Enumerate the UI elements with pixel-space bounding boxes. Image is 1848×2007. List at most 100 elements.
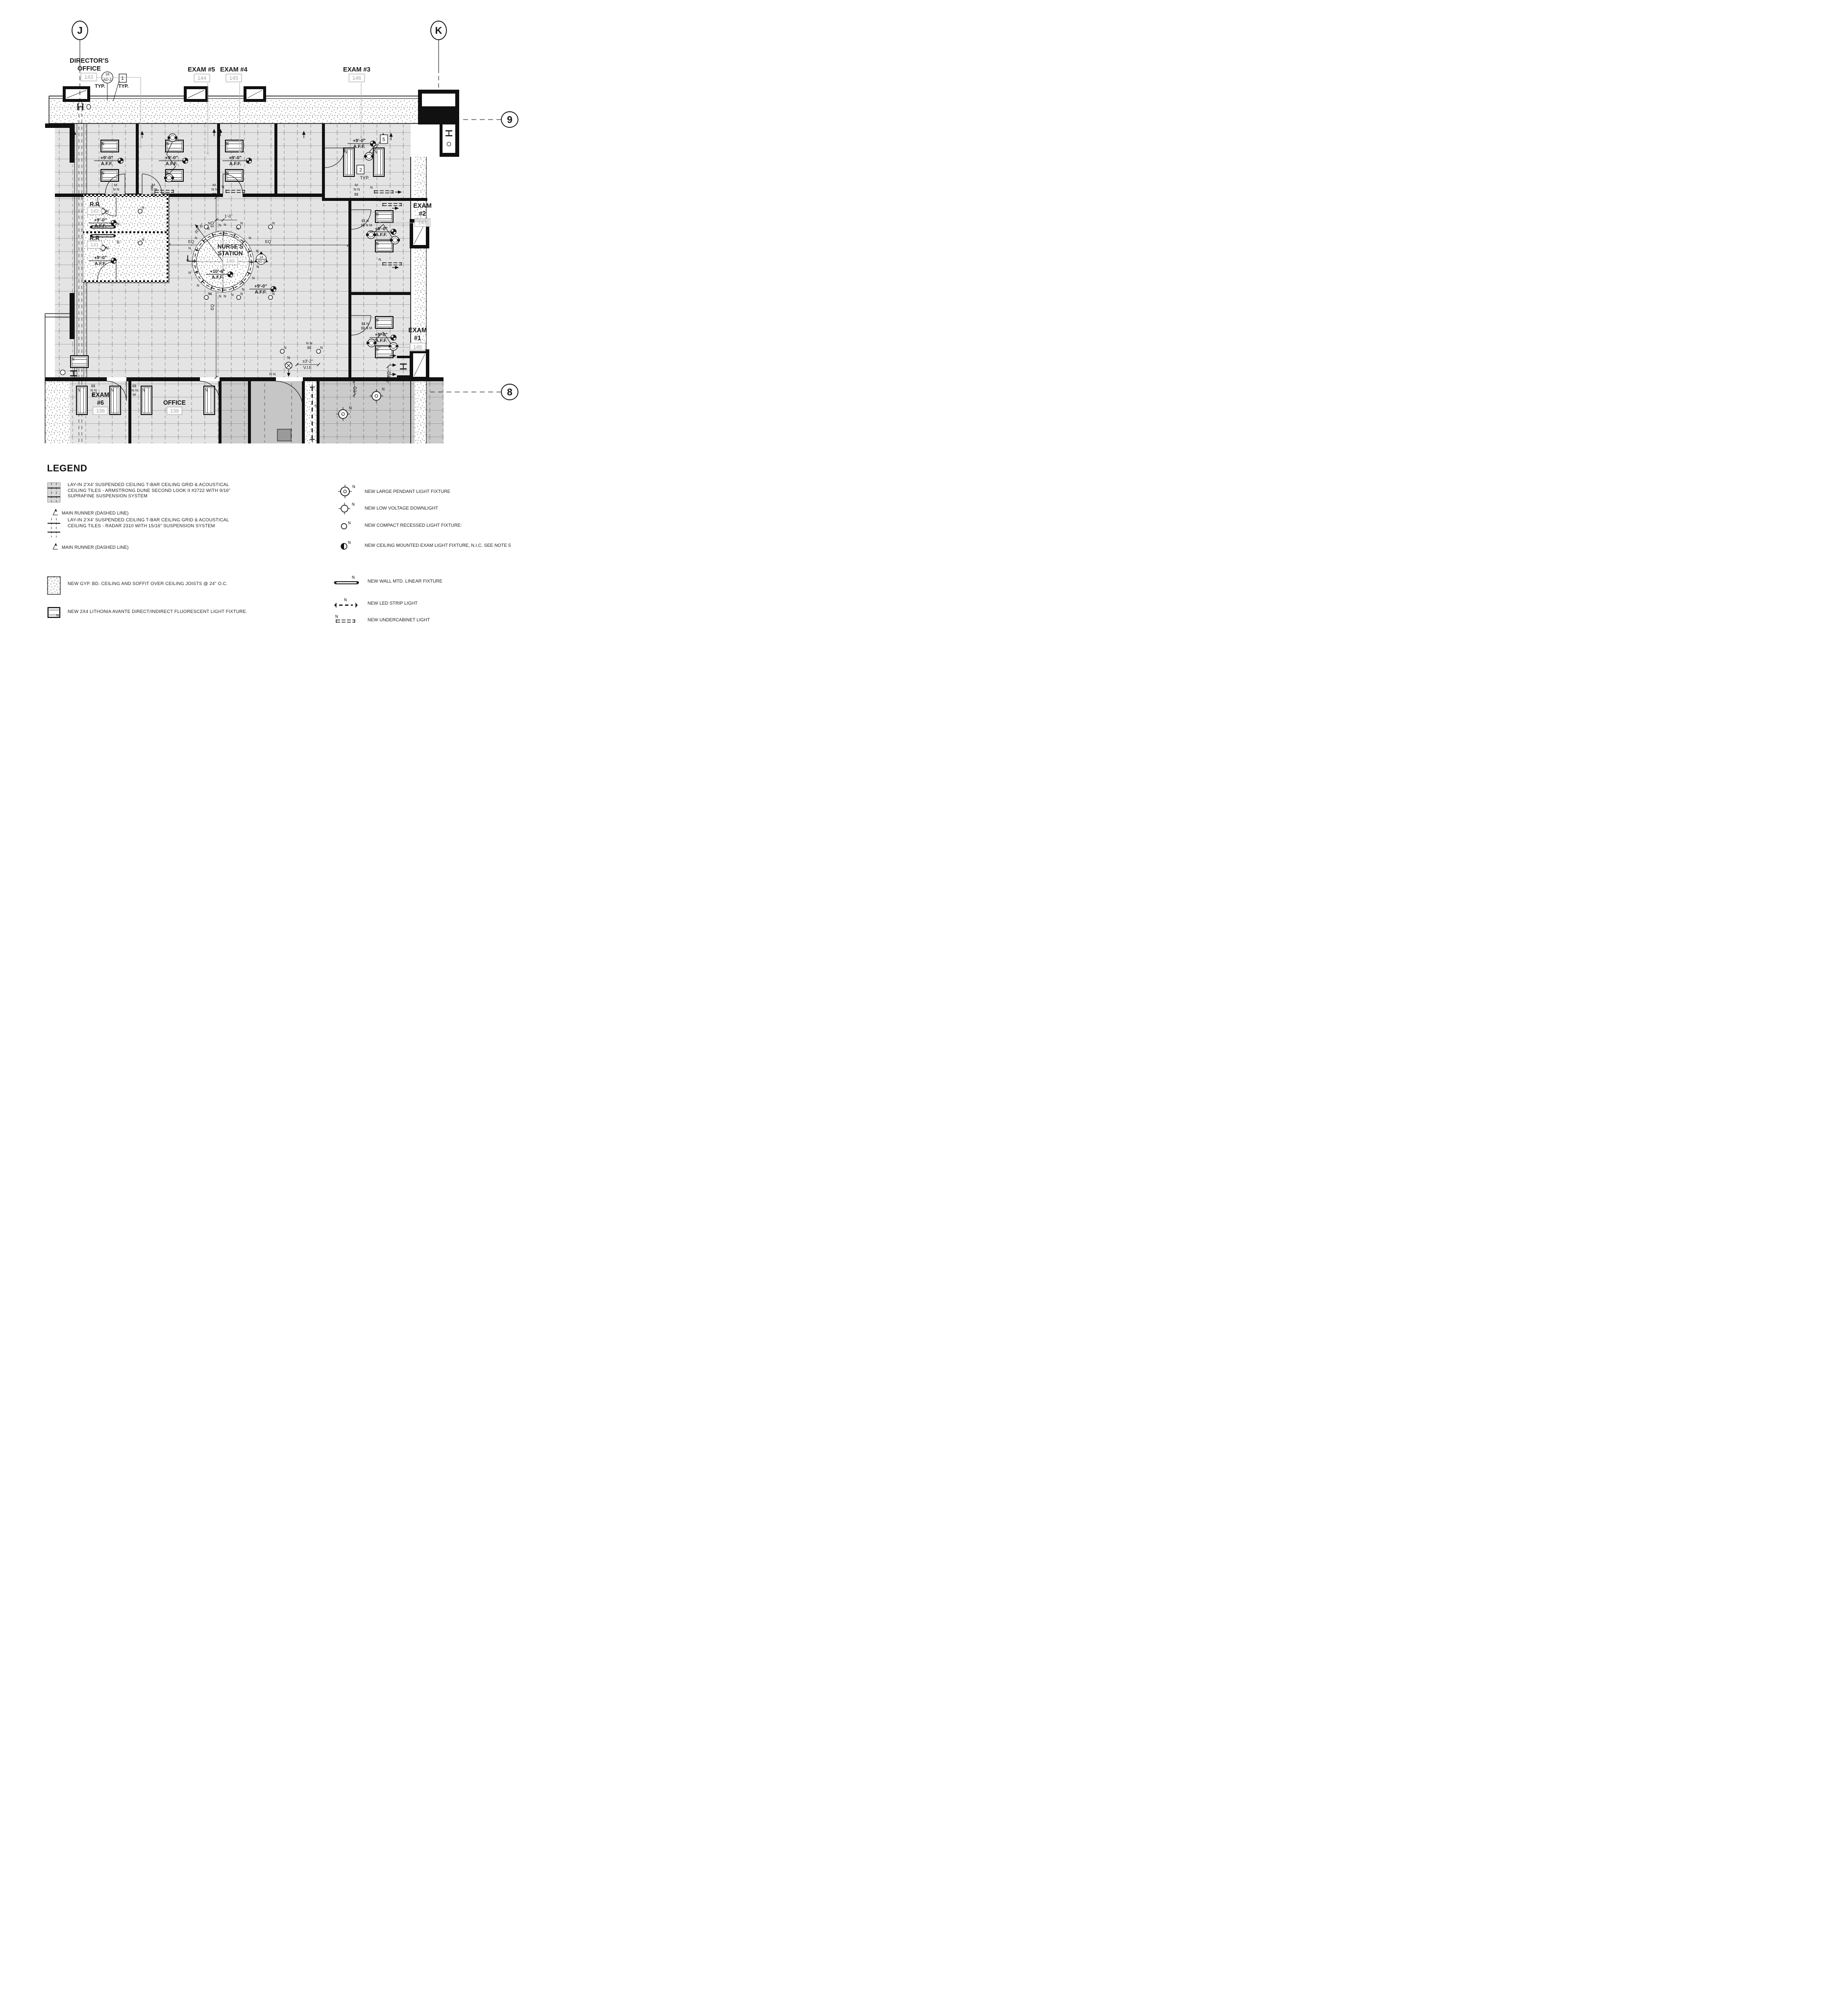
typ-note-2: TYP. [119, 84, 129, 89]
svg-text:N: N [344, 598, 347, 602]
room-tag-146: 146 [352, 75, 361, 81]
switch-cluster: N N [354, 187, 360, 192]
troffer-swatch: N [47, 607, 61, 618]
ring-n: N [256, 249, 258, 253]
aff-note: +9'-0" [100, 155, 113, 161]
led-strip-n: N [315, 404, 318, 408]
leader-hook-icon [52, 543, 58, 550]
ring-n: N [223, 294, 226, 298]
grid-bubbles [72, 21, 518, 400]
typ-note-1: TYP. [95, 84, 105, 89]
room-name-exam-4: EXAM #4 [220, 66, 247, 73]
dim-eq: EQ [210, 221, 215, 227]
switch-cluster: N N [270, 372, 276, 376]
switch-cluster: N N [113, 187, 120, 192]
switch-cluster: $$ [91, 384, 96, 388]
downlight-n: N [106, 209, 109, 214]
fixture-n: N [72, 357, 74, 362]
switch-cluster: N N [132, 388, 138, 392]
ring-n: N [256, 265, 259, 269]
switch-cluster: N N [91, 388, 97, 392]
aff-note: A.F.F. [95, 261, 106, 267]
switch-cluster: N N [151, 187, 157, 192]
walls [45, 96, 444, 443]
aff-note: A.F.F. [212, 275, 223, 280]
room-name-exam-1b: #1 [414, 334, 421, 342]
legend-item-pendant: N NEW LARGE PENDANT LIGHT FIXTURE [337, 483, 450, 500]
ring-n: N [219, 294, 221, 298]
leader-lines [96, 77, 415, 348]
fixture-n: N [376, 212, 379, 217]
svg-text:N: N [335, 614, 338, 619]
led-strip-icon: N [334, 598, 358, 608]
legend-text: LAY-IN 2'X4' SUSPENDED CEILING T-BAR CEI… [68, 482, 229, 487]
elevation-targets [89, 141, 397, 341]
keynote-2: 2 [359, 168, 362, 173]
dimensions [167, 196, 390, 398]
tag-box [87, 241, 102, 249]
grid-bubble-j [72, 21, 88, 40]
legend-item-troffer: N NEW 2X4 LITHONIA AVANTE DIRECT/INDIREC… [47, 607, 247, 619]
fixture-n: N [101, 142, 104, 146]
legend-item-compact: N NEW COMPACT RECESSED LIGHT FIXTURE: [337, 519, 462, 531]
tag-box [225, 73, 242, 82]
section-callout-ad2: AD-2 [257, 260, 265, 264]
gyp-soffit-east [415, 157, 426, 443]
grid-bubble-k-label: K [435, 25, 443, 36]
svg-text:N: N [352, 485, 355, 489]
aff-note: +9'-0" [353, 138, 366, 144]
legend-item-downlight: N NEW LOW VOLTAGE DOWNLIGHT [337, 501, 438, 515]
switch-cluster: M [213, 183, 216, 187]
detail-callout-ad2: AD-2 [103, 77, 111, 82]
undercab-n: N [150, 185, 153, 189]
room-tag-141: 141 [91, 243, 99, 248]
downlight-n: N [106, 246, 109, 250]
ring-n: N [231, 293, 233, 297]
fixture-n: N [376, 318, 379, 322]
tag-box [194, 73, 210, 82]
switch-cluster: $$ [132, 384, 137, 388]
fixture-n: N [345, 150, 347, 154]
compact-n: N [208, 221, 210, 225]
switch-cluster: $$ [271, 377, 275, 381]
ring-n: N [209, 292, 212, 296]
ceiling-plan: JK98DIRECTOR'SOFFICE14318AD-2TYP.1TYP.EX… [45, 21, 518, 443]
fixture-n: N [77, 388, 80, 392]
legend-item-wall-linear: N NEW WALL MTD. LINEAR FIXTURE [333, 574, 443, 588]
ring-n: N [186, 258, 189, 263]
aff-note: +9'-0" [229, 155, 242, 161]
room-name-exam-1: EXAM [408, 326, 427, 334]
dim-vif: V.I.F. [303, 365, 313, 370]
aff-note: A.F.F. [353, 144, 365, 149]
room-name-directors-office-2: OFFICE [77, 65, 101, 72]
legend-item-act-radar: LAY-IN 2'X4' SUSPENDED CEILING T-BAR CEI… [47, 517, 229, 539]
pendant-light-icon: N [338, 485, 355, 498]
keynote-5: 5 [382, 137, 385, 143]
section-callout-14: 14 [259, 256, 263, 259]
svg-text:N: N [348, 521, 351, 525]
legend-text: SUPRAFINE SUSPENSION SYSTEM [68, 493, 148, 498]
tag-box [409, 343, 426, 351]
room-name-rr-141: R.R [90, 236, 100, 242]
room-tag-140: 140 [226, 258, 235, 264]
switch-cluster: N N [212, 187, 218, 192]
tag-box [87, 207, 102, 215]
fixture-n: N [376, 347, 379, 352]
switch-cluster: N N [306, 341, 313, 345]
tag-box [222, 256, 238, 265]
room-tag-144: 144 [197, 75, 206, 81]
dim-eq: EQ [188, 239, 195, 244]
room-tag-142: 142 [91, 209, 99, 214]
legend-item-gyp: NEW GYP. BD. CEILING AND SOFFIT OVER CEI… [47, 576, 228, 596]
wall-linear-icon: N [334, 575, 359, 585]
fixture-n: N [166, 171, 169, 175]
svg-text:N: N [348, 540, 351, 545]
aff-note: A.F.F. [101, 161, 113, 167]
room-name-exam-6: EXAM [92, 392, 109, 398]
switch-cluster: M [355, 183, 358, 187]
exit-fixture-n: N [287, 356, 290, 360]
dim-1-0: 1'-0" [224, 214, 232, 219]
small-lights [138, 209, 384, 421]
svg-text:N: N [352, 575, 355, 580]
section-callout-14-ad2 [254, 251, 268, 265]
